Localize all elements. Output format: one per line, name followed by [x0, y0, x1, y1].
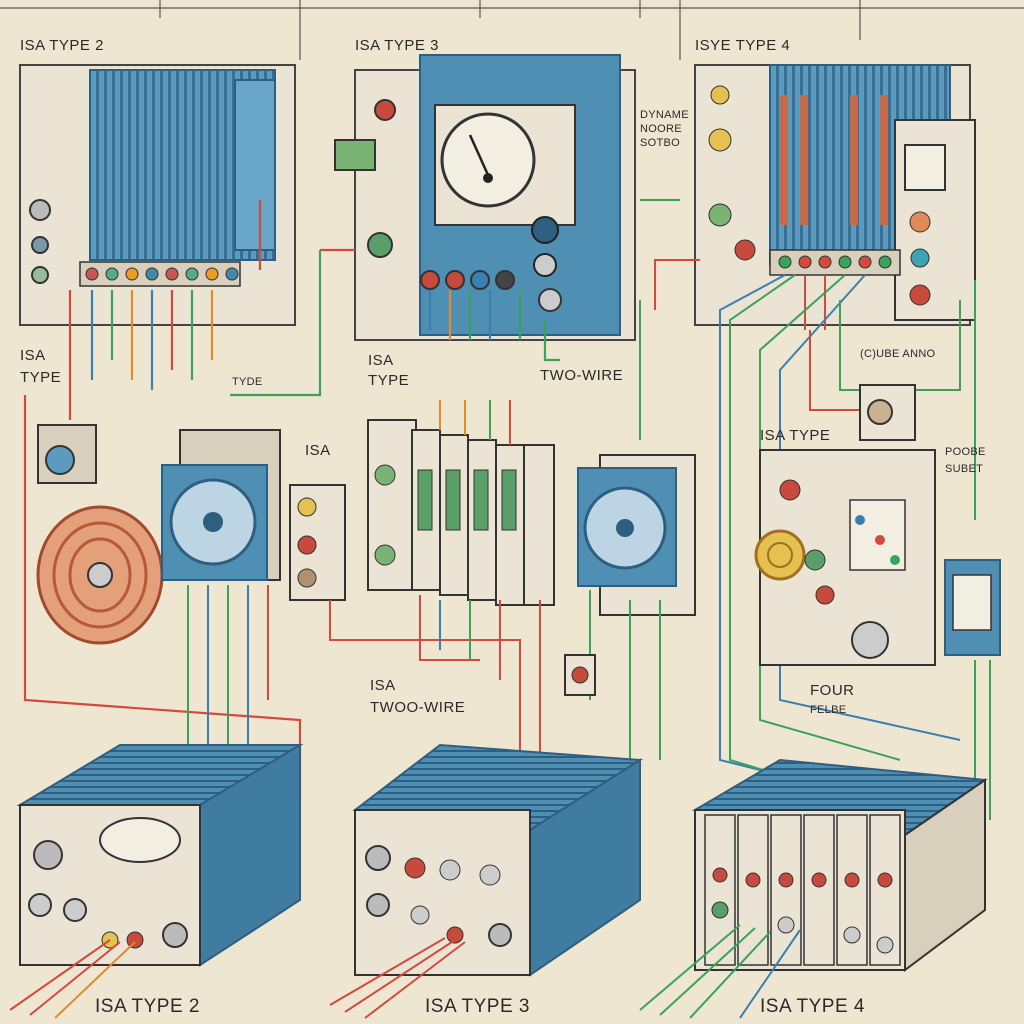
- terminal-box-left: [289, 484, 346, 601]
- label-isa-small: ISA: [305, 442, 331, 459]
- fan-left-wires: [187, 585, 521, 780]
- bottom-type3-leads: [329, 937, 466, 1019]
- type3-panel: [334, 54, 636, 341]
- small-connector: [564, 654, 596, 696]
- label-isa-type-right: ISA TYPE: [760, 427, 830, 444]
- label-left-type: TYPE: [20, 369, 61, 386]
- cube-sensor: [859, 384, 916, 441]
- bottom-type4-leads: [639, 924, 801, 1019]
- meter-gauge-icon: [440, 112, 536, 208]
- fan-unit-left: [161, 429, 281, 581]
- type4-panel: [694, 64, 976, 326]
- label-dynamic-3: SOTBO: [640, 137, 680, 149]
- label-probe: POOBE: [945, 446, 986, 458]
- terminal-screws: [85, 267, 239, 281]
- label-top-type3: ISA TYPE 3: [355, 37, 439, 54]
- bottom-type2-leads: [9, 939, 136, 1019]
- label-bottom-type2: ISA TYPE 2: [95, 996, 200, 1017]
- label-four-sub: FELBE: [810, 704, 846, 716]
- label-top-type2: ISA TYPE 2: [20, 37, 104, 54]
- top-rule-lines: [0, 0, 1024, 60]
- knob-icon: [29, 199, 51, 221]
- label-subet: SUBET: [945, 463, 983, 475]
- relay-wires: [419, 400, 541, 770]
- fan-unit-center: [577, 454, 696, 616]
- knob-icon: [31, 266, 49, 284]
- label-four: FOUR: [810, 682, 855, 699]
- label-bottom-type3: ISA TYPE 3: [425, 996, 530, 1017]
- label-isa-center: ISA: [368, 352, 394, 369]
- label-isa-mid: ISA: [370, 677, 396, 694]
- label-dynamic-2: NOORE: [640, 123, 682, 135]
- label-cube: (C)UBE ANNO: [860, 348, 936, 360]
- label-type-center: TYPE: [368, 372, 409, 389]
- bottom-unit-type3: [352, 743, 644, 977]
- isa-type-panel-right: [754, 449, 936, 666]
- type3-wires: [230, 248, 560, 397]
- relay-module-center: [367, 419, 555, 606]
- knob-icon: [31, 236, 49, 254]
- label-two-wire-upper: TWO-WIRE: [540, 367, 623, 384]
- bottom-unit-type4: [691, 758, 988, 972]
- probe-socket: [944, 559, 1001, 656]
- type2-panel: [19, 64, 296, 326]
- coil-icon: [36, 505, 164, 645]
- label-tyde: TYDE: [232, 376, 263, 388]
- label-dynamic-1: DYNAME: [640, 109, 689, 121]
- label-top-type4: ISYE TYPE 4: [695, 37, 790, 54]
- label-bottom-type4: ISA TYPE 4: [760, 996, 865, 1017]
- bottom-unit-type2: [16, 743, 304, 967]
- sensor-left: [37, 424, 97, 484]
- label-left-isa: ISA: [20, 347, 46, 364]
- label-two-wire-lower: TWOO-WIRE: [370, 699, 465, 716]
